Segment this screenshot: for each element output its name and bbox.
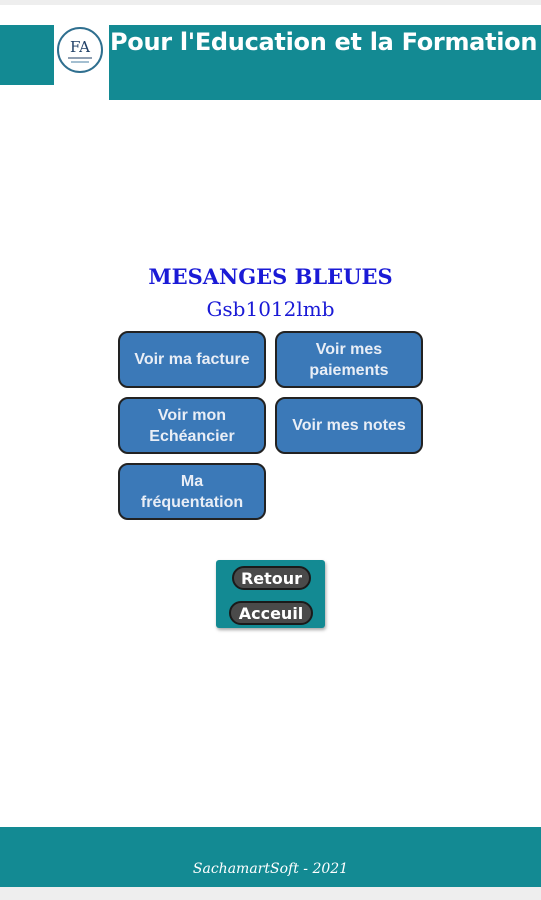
schedule-button[interactable]: Voir mon Echéancier	[118, 397, 266, 454]
nav-panel: Retour Acceuil	[216, 560, 325, 628]
home-button[interactable]: Acceuil	[229, 601, 313, 625]
school-name: MESANGES BLEUES	[148, 264, 393, 289]
header-bar	[109, 25, 541, 100]
fa-monogram-logo-icon: FA	[68, 38, 92, 63]
invoice-button[interactable]: Voir ma facture	[118, 331, 266, 388]
logo: FA	[57, 27, 103, 73]
header-accent	[0, 25, 54, 85]
footer: SachamartSoft - 2021	[0, 827, 541, 887]
header-title: Pour l'Education et la Formation	[110, 28, 538, 56]
attendance-button[interactable]: Ma fréquentation	[118, 463, 266, 520]
back-button[interactable]: Retour	[232, 566, 311, 590]
top-strip	[0, 0, 541, 5]
payments-button[interactable]: Voir mes paiements	[275, 331, 423, 388]
logo-text: FA	[70, 38, 90, 56]
student-code: Gsb1012lmb	[206, 297, 335, 321]
grades-button[interactable]: Voir mes notes	[275, 397, 423, 454]
bottom-strip	[0, 887, 541, 900]
footer-text: SachamartSoft - 2021	[192, 861, 349, 877]
